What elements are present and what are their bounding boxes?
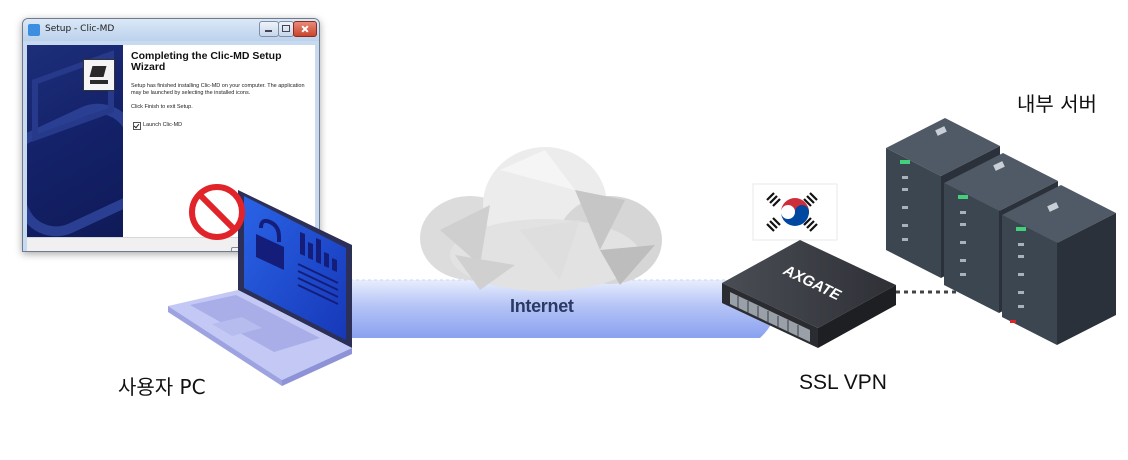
setup-content-panel: Completing the Clic-MD Setup Wizard Setu… xyxy=(123,45,315,237)
setup-finish-hint: Click Finish to exit Setup. xyxy=(131,104,193,110)
internet-label: Internet xyxy=(510,296,574,316)
launch-checkbox[interactable] xyxy=(133,122,141,130)
setup-app-icon xyxy=(28,24,40,36)
launch-checkbox-label[interactable]: Launch Clic-MD xyxy=(143,122,183,128)
cloud-icon xyxy=(420,147,662,291)
user-pc-label: 사용자 PC xyxy=(118,375,206,399)
lock-icon xyxy=(256,218,284,270)
setup-wizard-window: Setup - Clic-MD Completing the Clic-MD S… xyxy=(22,18,320,252)
korea-flag-icon xyxy=(752,183,838,241)
installer-computer-icon xyxy=(83,59,115,91)
vpn-tunnel xyxy=(350,280,775,338)
close-button[interactable] xyxy=(293,21,317,37)
server-rack-icon xyxy=(1002,185,1116,345)
setup-window-title: Setup - Clic-MD xyxy=(45,24,115,34)
setup-window-titlebar: Setup - Clic-MD xyxy=(23,19,319,41)
chart-icon xyxy=(297,232,339,305)
internal-server-label: 내부 서버 xyxy=(1017,92,1097,116)
setup-body-text: Setup has finished installing Clic-MD on… xyxy=(131,83,305,96)
setup-side-banner xyxy=(27,45,123,237)
prohibited-icon xyxy=(189,184,245,240)
ssl-vpn-label: SSL VPN xyxy=(799,371,887,394)
laptop-icon xyxy=(168,190,352,386)
vpn-appliance-icon: AXGATE xyxy=(722,240,896,348)
setup-heading: Completing the Clic-MD Setup Wizard xyxy=(131,50,282,73)
